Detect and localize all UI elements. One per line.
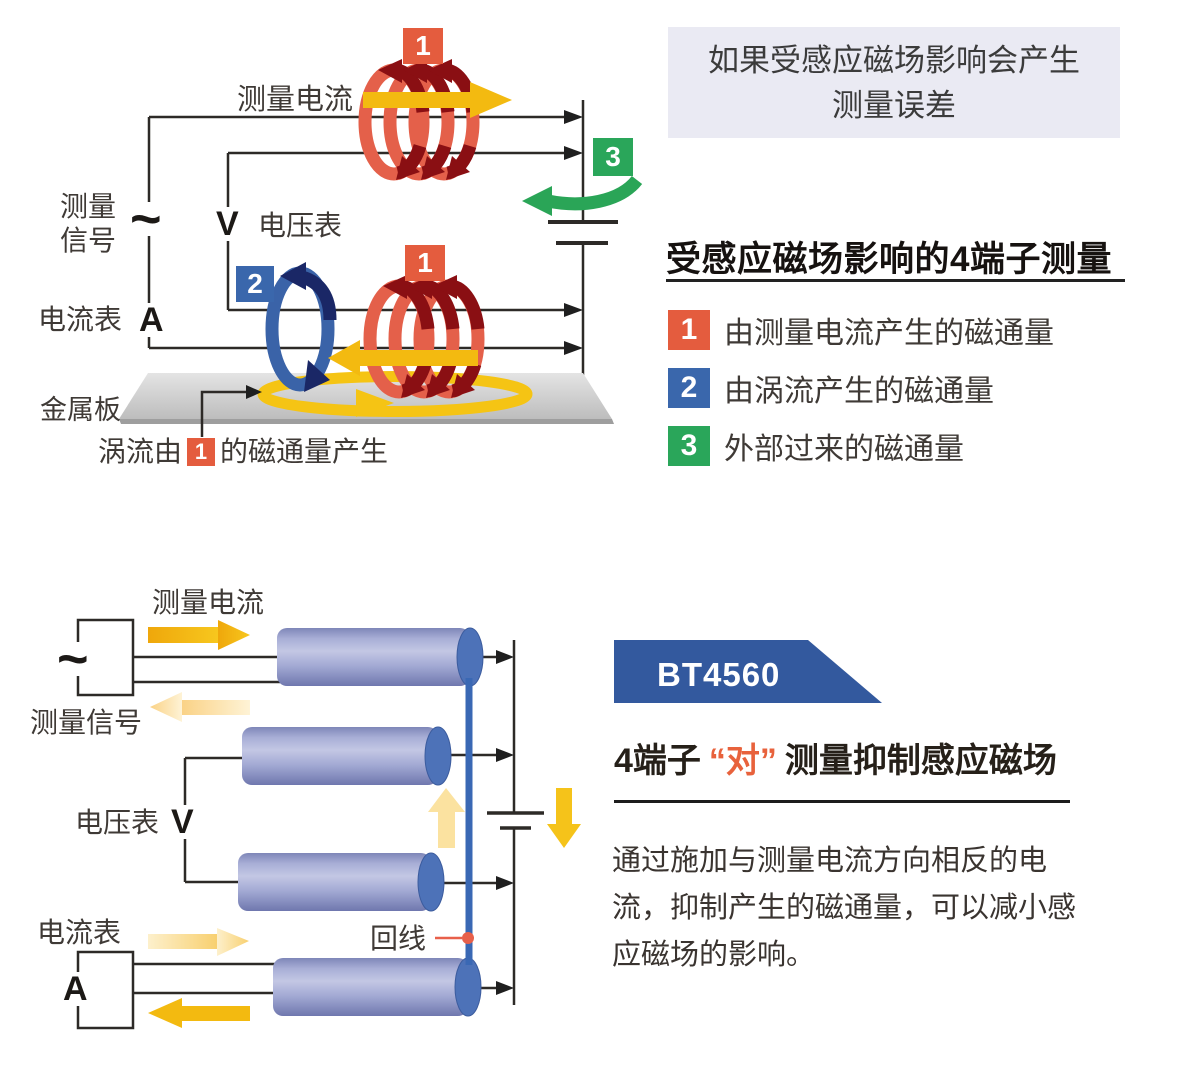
cell-1 — [277, 627, 484, 687]
description-line2: 流，抑制产生的磁通量，可以减小感 — [612, 892, 1077, 924]
measure-current-label-bottom: 测量电流 — [152, 587, 265, 618]
measure-current-arrow-top — [363, 82, 512, 118]
bottom-wire-arrowheads — [496, 650, 514, 995]
ammeter-label-bottom: 电流表 — [37, 917, 122, 948]
legend-row-3: 3 外部过来的磁通量 — [668, 424, 964, 468]
warning-note-line2: 测量误差 — [832, 87, 956, 123]
return-line-pointer — [435, 932, 474, 944]
legend-row-1: 1 由测量电流产生的磁通量 — [668, 308, 1054, 352]
cell-2 — [242, 726, 452, 786]
ammeter-label-top: 电流表 — [38, 304, 123, 335]
description-line3: 应磁场的影响。 — [612, 939, 816, 971]
eddy-caption-pre: 涡流由 — [98, 436, 183, 467]
section-heading-top: 受感应磁场影响的4端子测量 — [666, 240, 1112, 279]
legend-row-2: 2 由涡流产生的磁通量 — [668, 366, 994, 410]
return-line-label: 回线 — [370, 923, 427, 954]
legend-badge-1: 1 — [668, 310, 710, 350]
description-paragraph: 通过施加与测量电流方向相反的电 流，抑制产生的磁通量，可以减小感 应磁场的影响。 — [612, 838, 1076, 979]
voltmeter-symbol-bottom: V — [168, 805, 197, 839]
ammeter-return-arrow — [148, 998, 250, 1028]
description-line1: 通过施加与测量电流方向相反的电 — [612, 845, 1048, 877]
eddy-caption-post: 的磁通量产生 — [220, 436, 389, 467]
eddy-caption: 涡流由 1 的磁通量产生 — [98, 436, 388, 468]
heading-highlight: “对” — [708, 742, 777, 780]
measure-current-arrow-bottom — [148, 620, 250, 650]
section-heading-bottom: 4端子“对”测量抑制感应磁场 — [614, 733, 1057, 782]
warning-note-line1: 如果受感应磁场影响会产生 — [708, 42, 1080, 78]
legend-label-3: 外部过来的磁通量 — [724, 433, 964, 466]
heading-pre: 4端子 — [614, 742, 701, 780]
measure-current-label-top: 测量电流 — [237, 84, 354, 116]
cell-4 — [273, 957, 482, 1017]
legend-label-2: 由涡流产生的磁通量 — [724, 375, 994, 408]
counter-flux-up-arrow — [428, 788, 465, 848]
main-flux-down-arrow — [547, 788, 581, 848]
badge-flux-eddy: 2 — [236, 266, 274, 302]
product-badge-label: BT4560 — [657, 656, 781, 693]
battery-cells — [238, 627, 484, 1017]
ac-source-icon-top: ~ — [127, 202, 165, 236]
eddy-caption-badge: 1 — [187, 438, 216, 467]
voltmeter-symbol-top: V — [213, 207, 242, 241]
legend-label-1: 由测量电流产生的磁通量 — [724, 317, 1054, 350]
warning-note-box: 如果受感应磁场影响会产生 测量误差 — [668, 27, 1120, 138]
current-flux-coil-lower — [363, 275, 485, 399]
voltmeter-label-bottom: 电压表 — [75, 807, 160, 838]
measure-signal-label-top: 测量 信号 — [60, 191, 117, 256]
ac-source-icon-bottom: ~ — [54, 642, 92, 676]
legend-badge-3: 3 — [668, 426, 710, 466]
metal-plate-label: 金属板 — [40, 395, 121, 425]
badge-flux-current-lower: 1 — [405, 245, 445, 281]
badge-flux-external: 3 — [593, 138, 633, 176]
product-banner — [614, 640, 882, 703]
bottom-battery-icon — [487, 811, 544, 830]
top-wire-arrowheads — [564, 110, 583, 355]
measure-signal-arrow-bottom — [150, 692, 250, 722]
cell-3 — [238, 852, 445, 912]
voltmeter-label-top: 电压表 — [258, 210, 343, 241]
external-flux-arrow — [522, 175, 643, 216]
ammeter-symbol-top: A — [136, 303, 167, 337]
ammeter-symbol-bottom: A — [60, 972, 91, 1006]
heading-post: 测量抑制感应磁场 — [784, 742, 1057, 780]
section-heading-rule-top — [666, 279, 1125, 282]
badge-flux-current-top: 1 — [403, 28, 443, 64]
eddy-current-ring — [257, 371, 533, 417]
current-flux-coil-top — [358, 59, 480, 181]
eddy-caption-pointer — [200, 385, 262, 437]
section-heading-rule-bottom — [614, 800, 1070, 803]
measure-signal-label-bottom: 测量信号 — [30, 707, 143, 738]
ammeter-current-arrow — [148, 928, 249, 956]
top-battery-icon — [548, 220, 618, 245]
eddy-flux-coil — [265, 262, 337, 392]
return-current-arrow-top-diagram — [328, 340, 478, 376]
legend-badge-2: 2 — [668, 368, 710, 408]
